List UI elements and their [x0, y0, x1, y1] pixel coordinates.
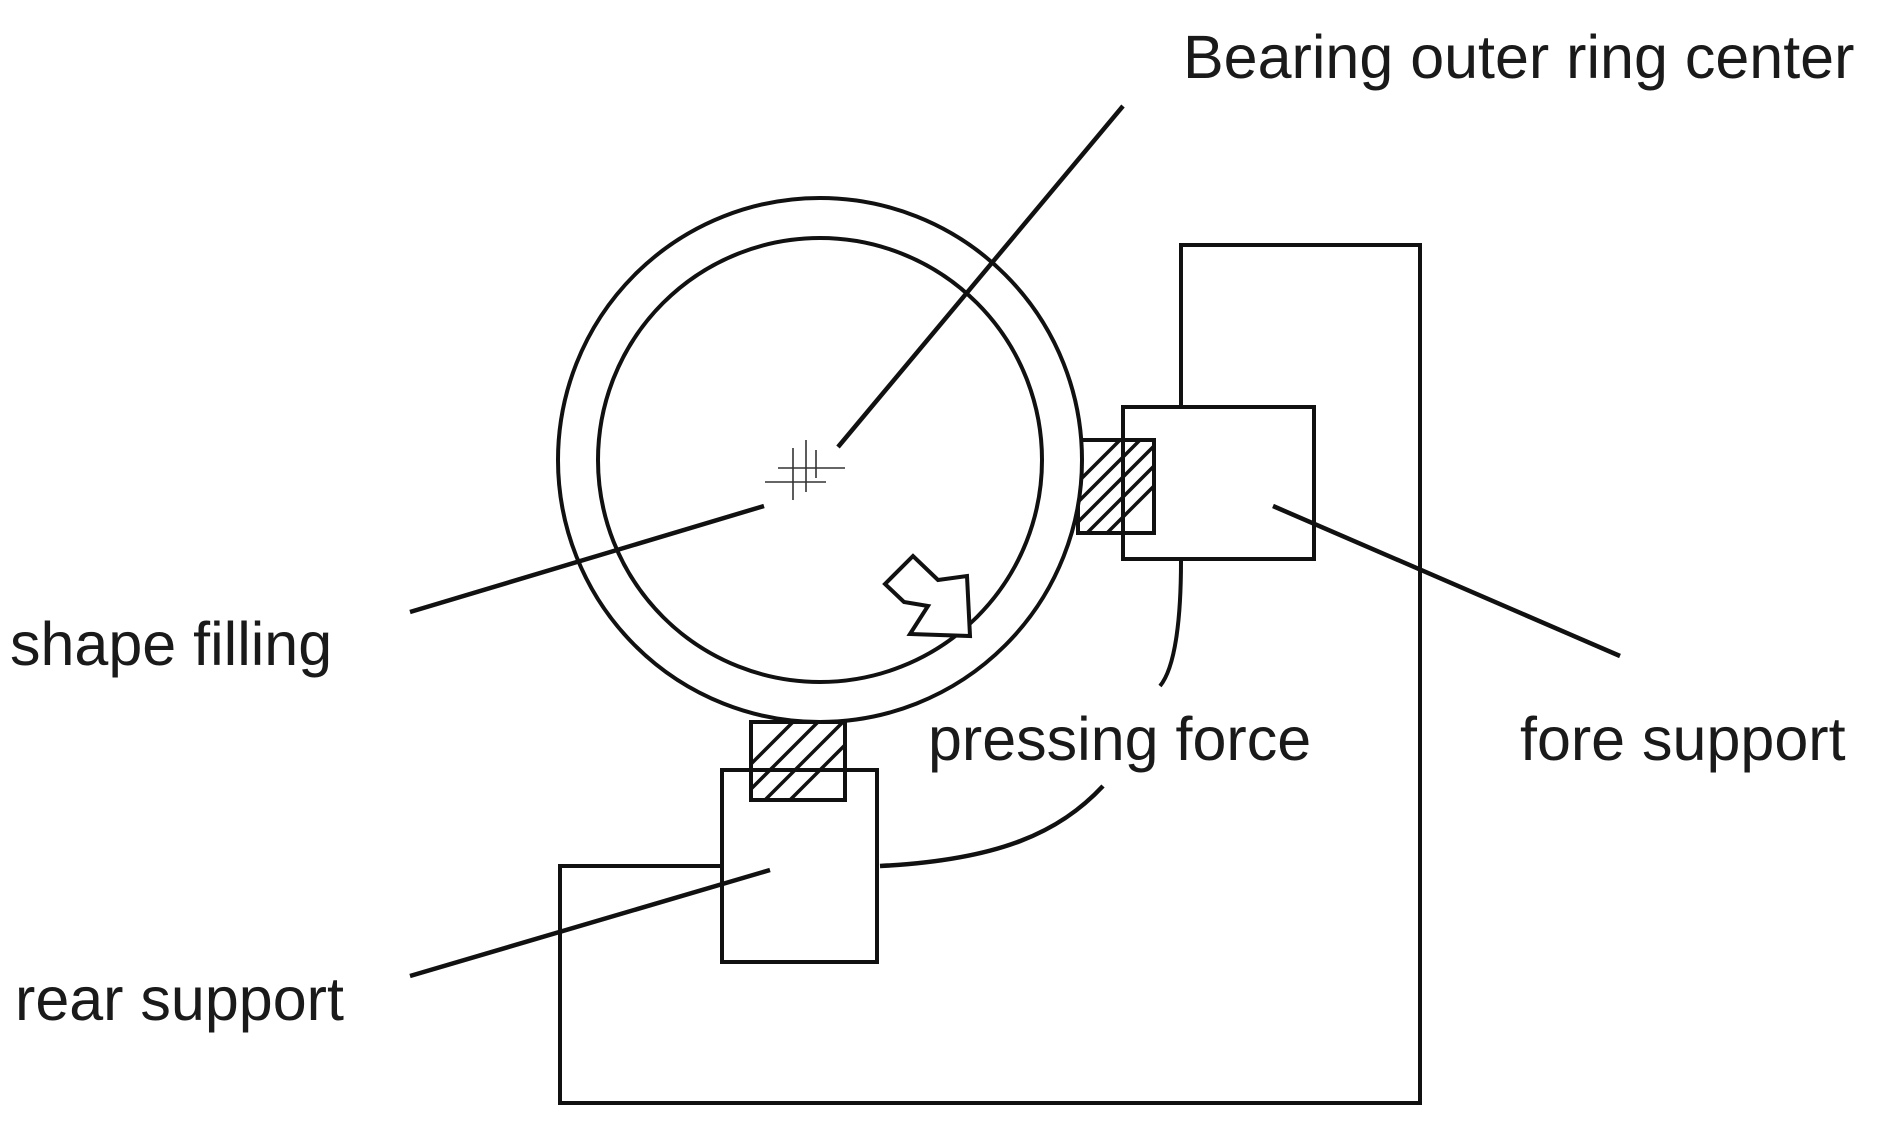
label-bearing-outer-ring-center: Bearing outer ring center [1183, 23, 1854, 91]
leader-shape-filling [409, 503, 765, 615]
bearing-inner-circle [596, 236, 1044, 684]
rear-support-hatching [751, 722, 845, 800]
center-cross-mark [765, 440, 845, 500]
fore-support-shim [1076, 438, 1156, 535]
label-rear-support: rear support [15, 965, 344, 1033]
bearing-outer-ring [556, 196, 1084, 724]
fore-support-block [1121, 405, 1316, 561]
fore-support-hatching [1078, 440, 1154, 533]
leader-fore-support [1272, 503, 1621, 659]
base-frame [558, 243, 1422, 1105]
label-fore-support: fore support [1520, 705, 1846, 773]
leader-rear-support [409, 867, 771, 979]
pressing-force-arrow [882, 553, 973, 639]
leader-pressing-force [879, 784, 1105, 869]
label-shape-filling: shape filling [10, 610, 332, 678]
leader-bearing-center [836, 104, 1125, 449]
base-frame-curve [1158, 560, 1183, 688]
rear-support-block [720, 768, 879, 964]
label-pressing-force: pressing force [928, 705, 1311, 773]
